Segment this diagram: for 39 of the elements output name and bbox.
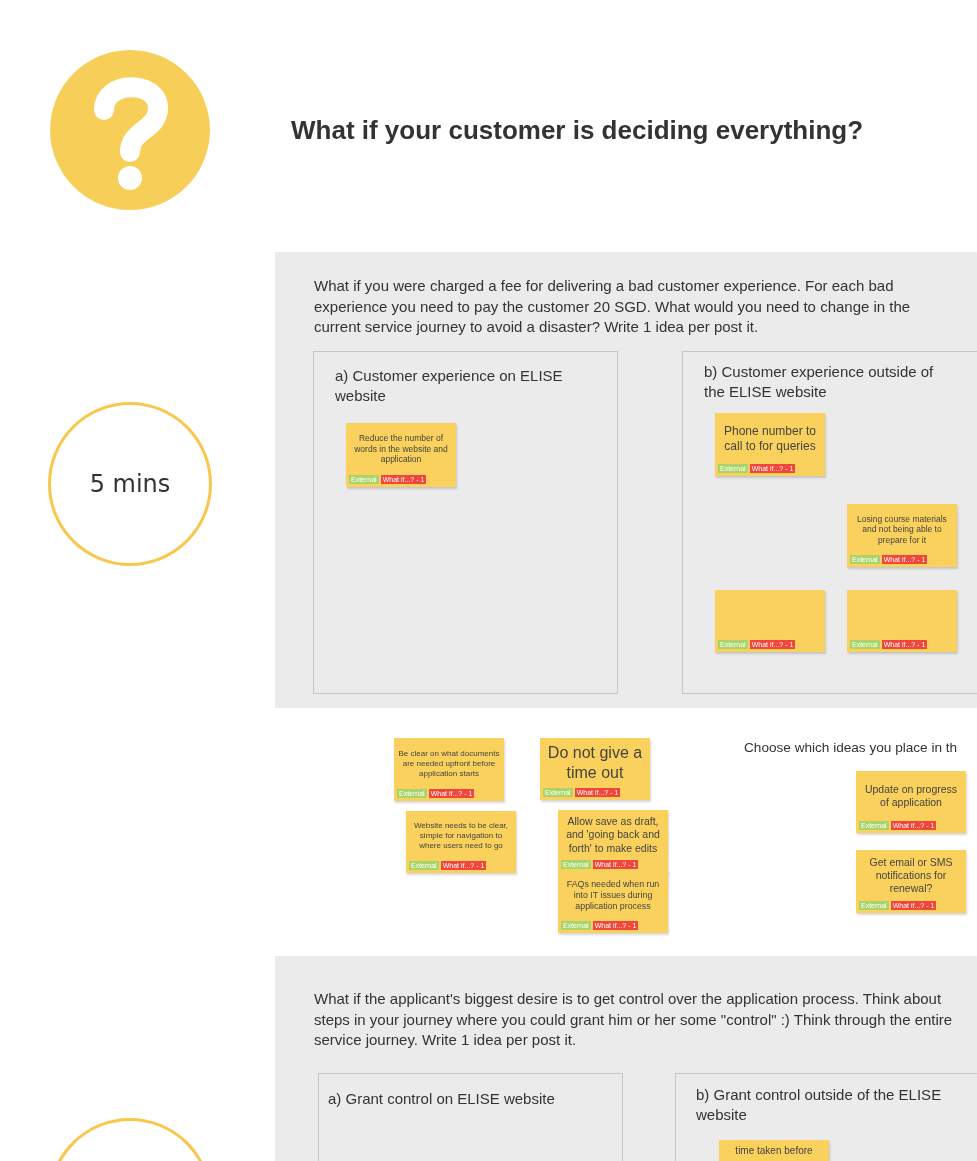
frame-heading: b) Customer experience outside of the ELISE website (704, 362, 935, 401)
sticky-note-text: Website needs to be clear, simple for navigation to where users need to go (412, 821, 510, 851)
sticky-note-text: Losing course materials and not being able to prepare for it (856, 513, 948, 546)
sticky-note (715, 413, 825, 476)
activity-panel (275, 956, 977, 1161)
sticky-note-text: time taken before (735, 1145, 813, 1158)
duration-text: 5 mins (89, 469, 171, 499)
category-frame (318, 1073, 623, 1161)
sticky-note (394, 738, 504, 801)
sticky-note (558, 810, 668, 872)
sticky-note-text: Phone number to call to for queries (722, 423, 818, 454)
sticky-note-text: Do not give a time out (546, 743, 644, 783)
category-frame (682, 351, 977, 694)
sticky-note-text: Update on progress of application (863, 782, 959, 810)
sticky-note (346, 423, 456, 487)
sticky-note (540, 738, 650, 800)
sticky-note (715, 590, 825, 652)
sticky-note-text: FAQs needed when run into IT issues during application process (565, 879, 661, 912)
activity-panel (275, 252, 977, 708)
category-frame (313, 351, 618, 694)
sticky-note-text: Be clear on what documents are needed upfront before application starts (398, 748, 500, 779)
sticky-note (558, 870, 668, 933)
sticky-note (847, 590, 957, 652)
prompt-text: What if you were charged a fee for delivering a bad customer experience. For each bad experience you need to pay the customer 20 SGD. What would you need to change in the current service journey to avoid a disaster? Write 1 idea per post it. (314, 276, 912, 337)
category-frame (675, 1073, 977, 1161)
sticky-note (856, 850, 966, 913)
sticky-note (719, 1140, 829, 1161)
sticky-note-text: Reduce the number of words in the website and application (353, 433, 449, 465)
sticky-note (856, 771, 966, 833)
sticky-note (406, 811, 516, 873)
instruction-text: Choose which ideas you place in th (744, 739, 958, 757)
frame-heading: a) Grant control on ELISE website (328, 1089, 555, 1109)
frame-heading: a) Customer experience on ELISE website (335, 366, 564, 405)
title: What if your customer is deciding everything? (291, 114, 864, 147)
prompt-text: What if the applicant's biggest desire is to get control over the application process. Think about steps in your journey where you could grant him or her some "control" :) Think through the entire service journey. Write 1 idea per post it. (314, 989, 954, 1050)
frame-heading: b) Grant control outside of the ELISE website (696, 1085, 943, 1124)
sticky-note (847, 504, 957, 567)
sticky-note-text: Allow save as draft, and 'going back and forth' to make edits (565, 815, 661, 855)
sticky-note-text: Get email or SMS notifications for renewal? (868, 855, 954, 896)
